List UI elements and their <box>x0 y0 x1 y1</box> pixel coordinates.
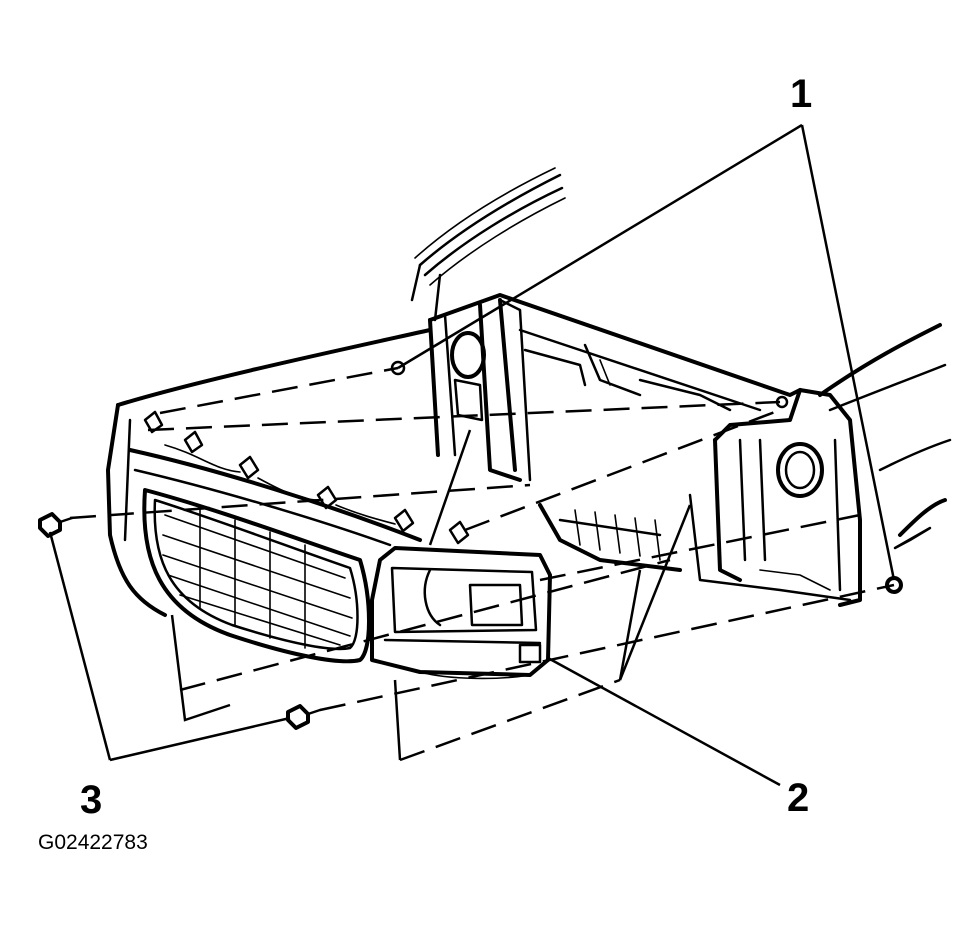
alignment-lines <box>69 366 895 762</box>
radiator-support-icon <box>428 293 952 607</box>
leader-lines <box>48 123 896 787</box>
callout-3: 3 <box>80 778 103 822</box>
wiring-harness-icon <box>410 167 566 322</box>
grille-icon <box>142 488 371 664</box>
figure-id: G02422783 <box>38 831 148 854</box>
headlamp-bezel-icon <box>370 546 552 680</box>
callout-2: 2 <box>787 776 810 820</box>
fascia-icon <box>106 328 470 617</box>
callout-1: 1 <box>790 72 813 116</box>
